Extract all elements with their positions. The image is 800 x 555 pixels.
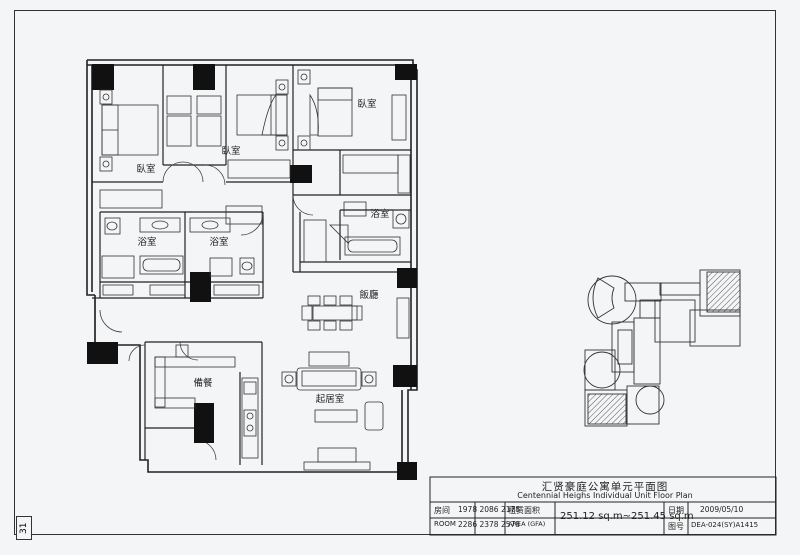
sheet-border bbox=[14, 10, 776, 535]
bedroom-3-label: 臥室 bbox=[357, 98, 376, 110]
kitchen-label: 備餐 bbox=[193, 377, 213, 389]
drawing-number: DEA-024(SY)A1415 bbox=[691, 521, 759, 529]
area-label-cn: 租赁面积 bbox=[508, 506, 540, 515]
area-label-en: AREA (GFA) bbox=[508, 520, 546, 528]
bedroom-2-label: 臥室 bbox=[221, 145, 240, 157]
room-label-en: ROOM bbox=[434, 520, 456, 528]
living-room-label: 起居室 bbox=[316, 393, 345, 405]
bath-1-label: 浴室 bbox=[137, 236, 156, 248]
room-label-cn: 房间 bbox=[434, 506, 450, 515]
page-number: 31 bbox=[16, 516, 32, 540]
room-numbers-row-1: 1978 2086 2178 bbox=[458, 505, 521, 514]
title-block-frame bbox=[429, 476, 777, 536]
key-plan bbox=[583, 269, 741, 427]
date-value: 2009/05/10 bbox=[700, 505, 744, 514]
furniture bbox=[99, 69, 411, 471]
date-label: 日期 bbox=[668, 506, 684, 515]
title-cn: 汇贤豪庭公寓单元平面图 bbox=[541, 481, 669, 493]
exterior-walls bbox=[86, 59, 418, 479]
title-en: Centennial Heighs Individual Unit Floor … bbox=[517, 491, 693, 500]
structural-columns bbox=[87, 64, 417, 480]
bath-2-label: 浴室 bbox=[209, 236, 228, 248]
drawing-label: 图号 bbox=[668, 522, 684, 531]
room-numbers-row-2: 2286 2378 2578 bbox=[458, 520, 521, 529]
dining-label: 飯廳 bbox=[359, 289, 379, 301]
area-value: 251.12 sq.m~251.45 sq.m bbox=[560, 511, 694, 522]
room-labels: 臥室 臥室 臥室 浴室 浴室 浴室 飯廳 備餐 起居室 bbox=[136, 98, 389, 405]
bath-3-label: 浴室 bbox=[370, 208, 389, 220]
bedroom-1-label: 臥室 bbox=[136, 163, 155, 175]
interior-walls bbox=[92, 65, 411, 465]
